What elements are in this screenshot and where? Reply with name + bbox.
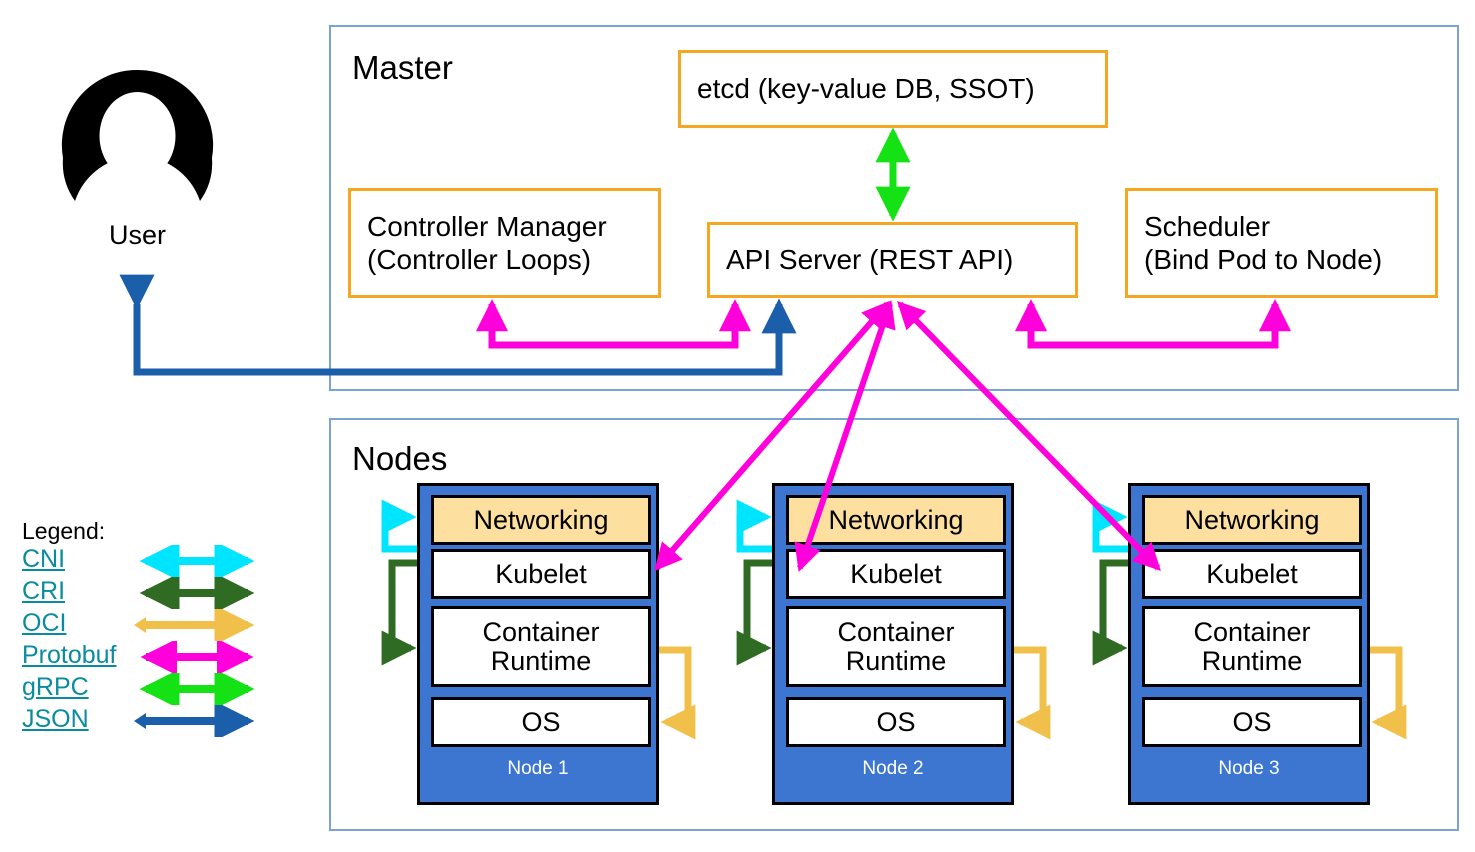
node-2[interactable]: Networking Kubelet Container Runtime OS … <box>772 483 1014 805</box>
node-3-layer-kubelet[interactable]: Kubelet <box>1142 549 1362 599</box>
layer-label: Container Runtime <box>482 617 600 676</box>
etcd-label: etcd (key-value DB, SSOT) <box>697 73 1035 105</box>
node-2-layer-networking[interactable]: Networking <box>786 495 1006 545</box>
node-2-name: Node 2 <box>862 758 924 779</box>
layer-label: Kubelet <box>1206 558 1298 589</box>
layer-label: Networking <box>828 504 964 535</box>
legend-item-protobuf[interactable]: Protobuf <box>22 641 292 673</box>
legend-arrow-oci <box>134 609 255 641</box>
node-3-name: Node 3 <box>1218 758 1280 779</box>
node-1-layer-os[interactable]: OS <box>431 697 651 747</box>
node-3-layer-container-runtime[interactable]: Container Runtime <box>1142 606 1362 687</box>
layer-label: OS <box>876 706 916 737</box>
layer-label: OS <box>521 706 561 737</box>
node-2-layer-os[interactable]: OS <box>786 697 1006 747</box>
legend-arrow-cni <box>139 545 255 577</box>
node-1-layer-container-runtime[interactable]: Container Runtime <box>431 606 651 687</box>
legend-arrow-grpc <box>139 673 255 705</box>
user-label: User <box>108 220 166 250</box>
legend: Legend: CNI CRI OCI Protobuf <box>22 518 292 737</box>
legend-item-grpc[interactable]: gRPC <box>22 673 292 705</box>
legend-arrow-json <box>134 705 255 737</box>
layer-label: Container Runtime <box>1193 617 1311 676</box>
legend-arrow-protobuf <box>140 641 254 673</box>
node-3-layer-networking[interactable]: Networking <box>1142 495 1362 545</box>
node-1-layer-networking[interactable]: Networking <box>431 495 651 545</box>
node-1-layer-kubelet[interactable]: Kubelet <box>431 549 651 599</box>
layer-label: Kubelet <box>495 558 587 589</box>
node-2-layer-container-runtime[interactable]: Container Runtime <box>786 606 1006 687</box>
legend-item-cni[interactable]: CNI <box>22 545 292 577</box>
layer-label: Networking <box>1184 504 1320 535</box>
node-3[interactable]: Networking Kubelet Container Runtime OS … <box>1128 483 1370 805</box>
api-server-box[interactable]: API Server (REST API) <box>707 222 1078 298</box>
nodes-group-label: Nodes <box>352 440 448 477</box>
layer-label: Networking <box>473 504 609 535</box>
node-3-layer-os[interactable]: OS <box>1142 697 1362 747</box>
user-avatar-icon <box>61 69 214 201</box>
scheduler-label: Scheduler (Bind Pod to Node) <box>1144 210 1383 275</box>
layer-label: OS <box>1232 706 1272 737</box>
controller-manager-box[interactable]: Controller Manager (Controller Loops) <box>348 188 661 298</box>
legend-label-cri: CRI <box>22 577 66 605</box>
legend-label-oci: OCI <box>22 609 67 637</box>
legend-item-json[interactable]: JSON <box>22 705 292 737</box>
node-2-layer-kubelet[interactable]: Kubelet <box>786 549 1006 599</box>
legend-label-protobuf: Protobuf <box>22 641 117 669</box>
legend-label-grpc: gRPC <box>22 673 89 701</box>
api-server-label: API Server (REST API) <box>726 244 1014 276</box>
layer-label: Kubelet <box>850 558 942 589</box>
legend-label-cni: CNI <box>22 545 66 573</box>
node-1[interactable]: Networking Kubelet Container Runtime OS … <box>417 483 659 805</box>
controller-manager-label: Controller Manager (Controller Loops) <box>367 210 607 275</box>
user-actor: User <box>60 68 215 278</box>
layer-label: Container Runtime <box>837 617 955 676</box>
legend-item-oci[interactable]: OCI <box>22 609 292 641</box>
legend-title: Legend: <box>22 518 106 544</box>
legend-label-json: JSON <box>22 705 89 733</box>
legend-item-cri[interactable]: CRI <box>22 577 292 609</box>
node-1-name: Node 1 <box>507 758 569 779</box>
legend-arrow-cri <box>139 577 255 609</box>
scheduler-box[interactable]: Scheduler (Bind Pod to Node) <box>1125 188 1438 298</box>
master-group-label: Master <box>352 49 453 86</box>
etcd-box[interactable]: etcd (key-value DB, SSOT) <box>678 50 1108 128</box>
